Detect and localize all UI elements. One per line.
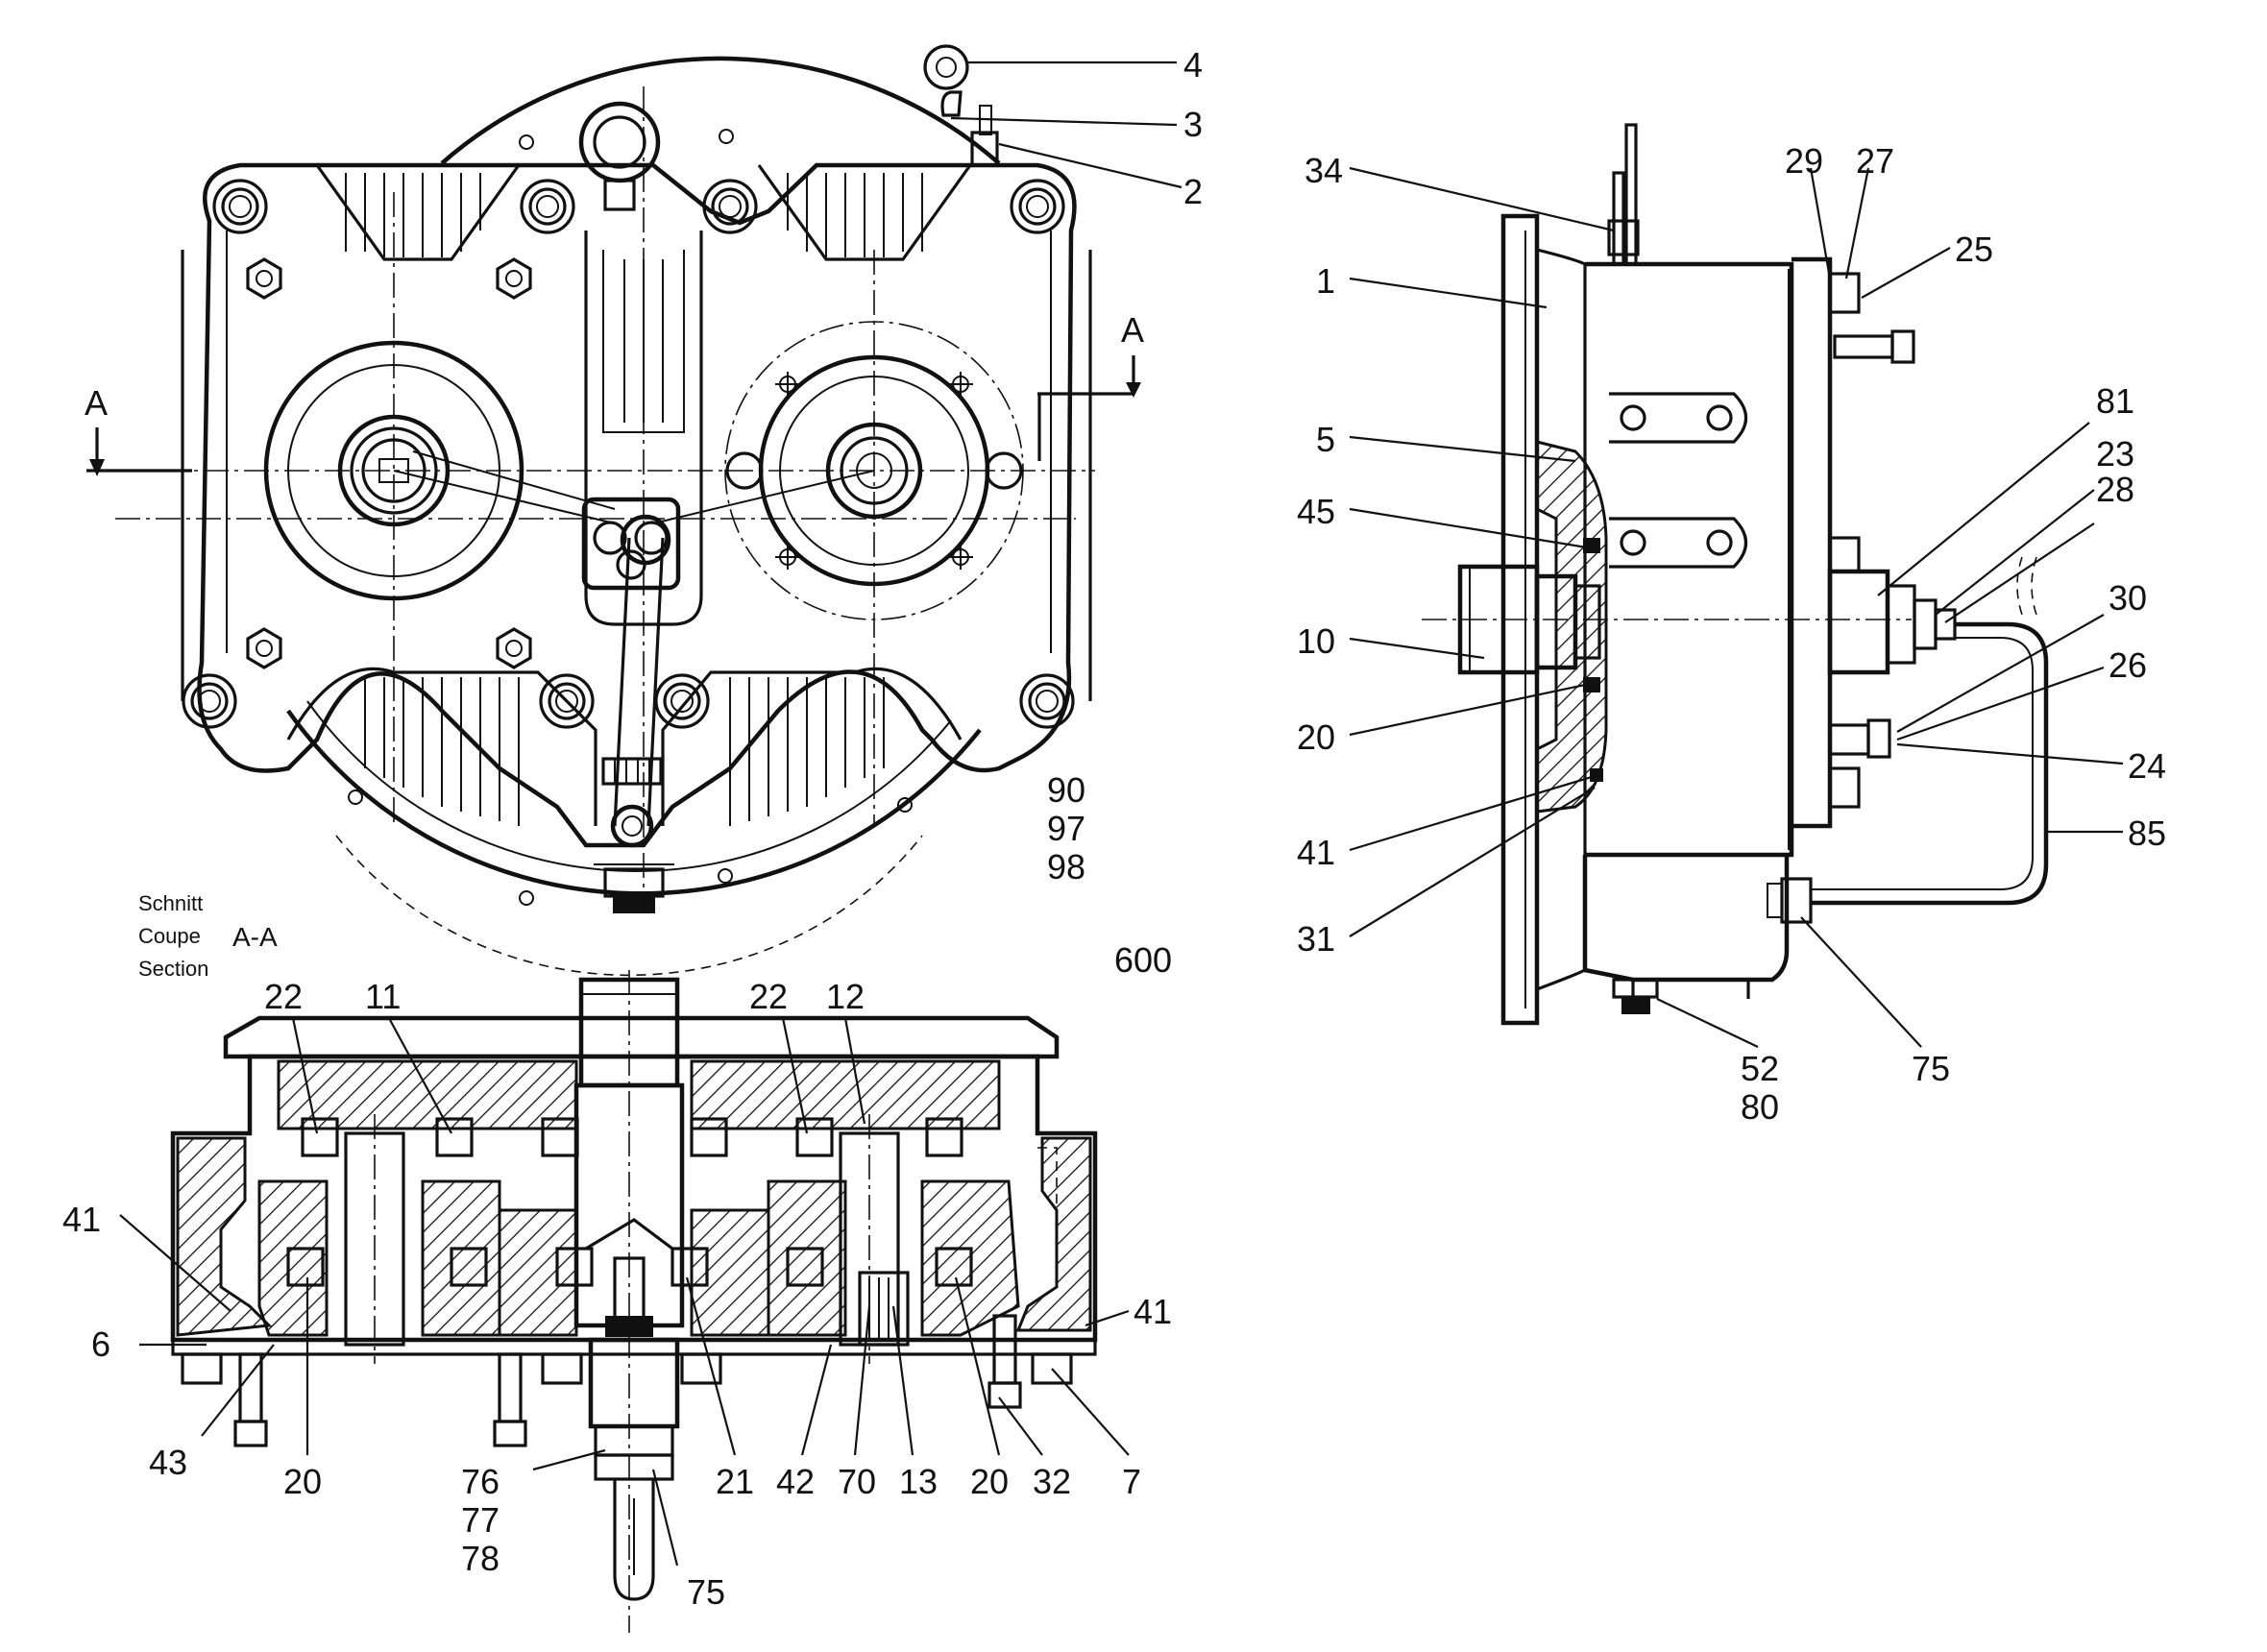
label-75-side: 75: [1912, 1049, 1950, 1088]
section-title-de: Schnitt: [138, 891, 203, 915]
label-21: 21: [716, 1462, 754, 1501]
label-10: 10: [1297, 621, 1335, 661]
label-85: 85: [2128, 814, 2166, 853]
section-title: Schnitt Coupe Section A-A: [138, 891, 278, 981]
label-78: 78: [461, 1539, 500, 1578]
label-42: 42: [776, 1462, 815, 1501]
label-3: 3: [1183, 105, 1203, 144]
label-43: 43: [149, 1443, 187, 1482]
drawing-number: 600: [1114, 940, 1172, 980]
label-24: 24: [2128, 746, 2166, 786]
section-marker-right: A: [1121, 310, 1144, 350]
label-11: 11: [365, 977, 401, 1016]
label-76: 76: [461, 1462, 500, 1501]
label-75-section: 75: [687, 1572, 725, 1612]
label-98: 98: [1047, 847, 1085, 887]
label-22-left: 22: [264, 977, 303, 1016]
label-7: 7: [1122, 1462, 1141, 1501]
label-34: 34: [1304, 151, 1343, 190]
label-12: 12: [826, 977, 865, 1016]
section-view: 22 11 22 12 41 6 43 20 76 77 78 75 21 42…: [62, 970, 1172, 1633]
section-title-en: Section: [138, 957, 208, 981]
label-25: 25: [1955, 230, 1993, 269]
label-5: 5: [1316, 420, 1335, 459]
label-80: 80: [1741, 1087, 1779, 1127]
label-90: 90: [1047, 770, 1085, 810]
label-41-side: 41: [1297, 833, 1335, 872]
label-23: 23: [2096, 434, 2134, 474]
label-31: 31: [1297, 919, 1335, 959]
label-1: 1: [1316, 261, 1335, 301]
label-30: 30: [2109, 578, 2147, 618]
front-view: A A 4 3 2 90 97 98 600: [85, 44, 1203, 980]
label-6: 6: [91, 1324, 110, 1364]
label-20-left: 20: [283, 1462, 322, 1501]
section-title-fr: Coupe: [138, 924, 201, 948]
label-97: 97: [1047, 809, 1085, 848]
label-4: 4: [1183, 45, 1203, 85]
label-70: 70: [838, 1462, 876, 1501]
label-26: 26: [2109, 645, 2147, 685]
label-27: 27: [1856, 141, 1894, 181]
side-view: 34 1 5 45 10 20 41 31 29 27 25 81 23 28 …: [1297, 123, 2166, 1127]
label-41-right: 41: [1134, 1292, 1172, 1331]
label-52: 52: [1741, 1049, 1779, 1088]
label-81: 81: [2096, 381, 2134, 421]
label-20-side: 20: [1297, 717, 1335, 757]
label-41-left: 41: [62, 1200, 101, 1239]
section-name: A-A: [232, 922, 278, 952]
label-13: 13: [899, 1462, 938, 1501]
label-77: 77: [461, 1500, 500, 1540]
label-28: 28: [2096, 470, 2134, 509]
label-45: 45: [1297, 492, 1335, 531]
label-29: 29: [1785, 141, 1823, 181]
label-32: 32: [1033, 1462, 1071, 1501]
section-marker-left: A: [85, 383, 108, 423]
label-20-right: 20: [970, 1462, 1009, 1501]
label-2: 2: [1183, 172, 1203, 211]
label-22-right: 22: [749, 977, 788, 1016]
